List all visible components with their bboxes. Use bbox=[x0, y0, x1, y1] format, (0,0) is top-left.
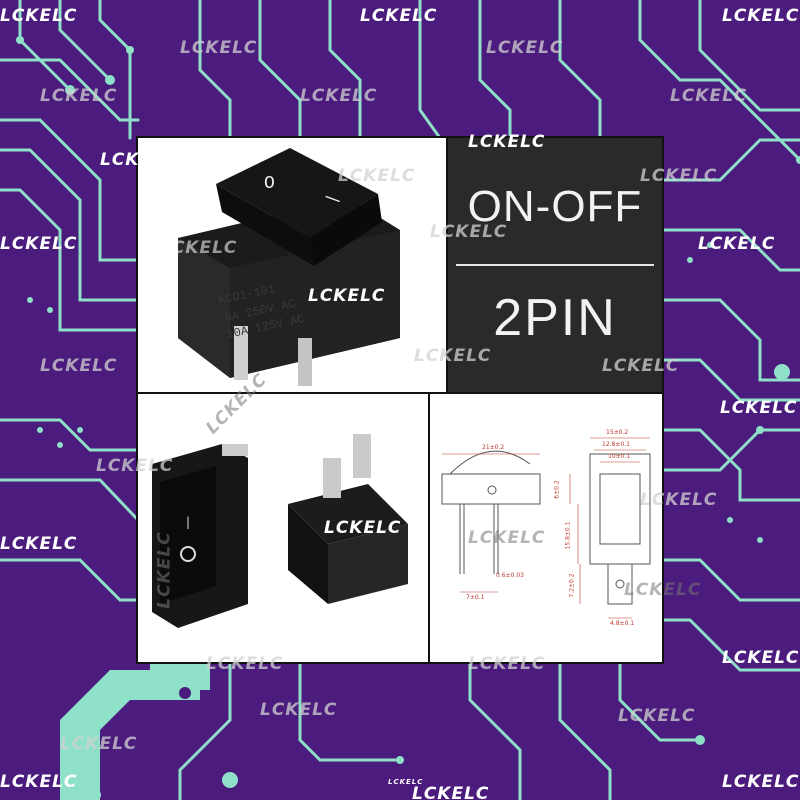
spec-switch-type: ON-OFF bbox=[467, 182, 643, 231]
watermark: LCKELC bbox=[698, 234, 776, 254]
watermark: LCKELC bbox=[60, 734, 138, 754]
rocker-switch-photo bbox=[178, 148, 400, 386]
watermark: LCKELC bbox=[0, 234, 78, 254]
watermark: LCKELC bbox=[160, 238, 238, 258]
watermark: LCKELC bbox=[640, 166, 718, 186]
watermark: LCKELC bbox=[0, 534, 78, 554]
dimension-drawing bbox=[441, 437, 651, 619]
watermark: LCKELC bbox=[338, 166, 416, 186]
watermark: LCKELC bbox=[468, 132, 546, 152]
watermark: LCKELC bbox=[640, 490, 718, 510]
watermark: LCKELC bbox=[430, 222, 508, 242]
dim-pin-height: 7.2±0.2 bbox=[568, 573, 576, 598]
watermark: LCKELC bbox=[468, 528, 546, 548]
switch-photo-panel: | O KCD1-101 6A 250V AC 10A 125V AC bbox=[138, 138, 446, 392]
watermark: LCKELC bbox=[100, 150, 178, 170]
watermark: LCKELC bbox=[602, 356, 680, 376]
watermark: LCKELC bbox=[40, 356, 118, 376]
dim-mid-height: 15.8±0.1 bbox=[564, 521, 572, 550]
watermark: LCKELC bbox=[154, 531, 175, 609]
switch-angles-panel: | bbox=[138, 394, 428, 662]
dim-pin-width: 0.6±0.03 bbox=[496, 572, 524, 579]
watermark: LCKELC bbox=[618, 706, 696, 726]
watermark: LCKELC bbox=[624, 580, 702, 600]
watermark: LCKELC bbox=[0, 772, 78, 792]
dim-width-top: 21±0.2 bbox=[482, 444, 505, 451]
watermark: LCKELC bbox=[486, 38, 564, 58]
dim-width-r3: 10±0.1 bbox=[608, 453, 631, 460]
switch-off-symbol: O bbox=[264, 174, 275, 194]
watermark: LCKELC bbox=[308, 286, 386, 306]
watermark: LCKELC bbox=[324, 518, 402, 538]
dim-pin-bottom: 4.8±0.1 bbox=[610, 620, 635, 627]
watermark: LCKELC bbox=[96, 456, 174, 476]
watermark: LCKELC bbox=[722, 772, 800, 792]
dimension-drawing-panel: 21±0.2 15±0.2 12.8±0.1 10±0.1 6±0.2 15.8… bbox=[430, 394, 662, 662]
watermark: LCKELC bbox=[260, 700, 338, 720]
watermark: LCKELC bbox=[722, 648, 800, 668]
watermark-small: LCKELC bbox=[388, 778, 424, 786]
watermark: LCKELC bbox=[414, 346, 492, 366]
watermark: LCKELC bbox=[720, 398, 798, 418]
spec-pin-count: 2PIN bbox=[493, 289, 617, 347]
spec-panel: ON-OFF 2PIN bbox=[448, 138, 662, 392]
dim-width-r1: 15±0.2 bbox=[606, 429, 629, 436]
dim-width-r2: 12.8±0.1 bbox=[602, 441, 630, 448]
watermark: LCKELC bbox=[412, 784, 490, 800]
watermark: LCKELC bbox=[360, 6, 438, 26]
watermark: LCKELC bbox=[468, 654, 546, 674]
watermark: LCKELC bbox=[722, 6, 800, 26]
watermark: LCKELC bbox=[670, 86, 748, 106]
watermark: LCKELC bbox=[180, 38, 258, 58]
watermark: LCKELC bbox=[300, 86, 378, 106]
dim-left-height: 6±0.2 bbox=[553, 480, 561, 499]
watermark: LCKELC bbox=[206, 654, 284, 674]
watermark: LCKELC bbox=[40, 86, 118, 106]
watermark: LCKELC bbox=[0, 6, 78, 26]
svg-text:|: | bbox=[186, 515, 190, 529]
spec-divider bbox=[456, 264, 654, 266]
dim-pin-gap: 7±0.1 bbox=[466, 594, 485, 601]
switch-angle-photos: | bbox=[152, 434, 408, 628]
